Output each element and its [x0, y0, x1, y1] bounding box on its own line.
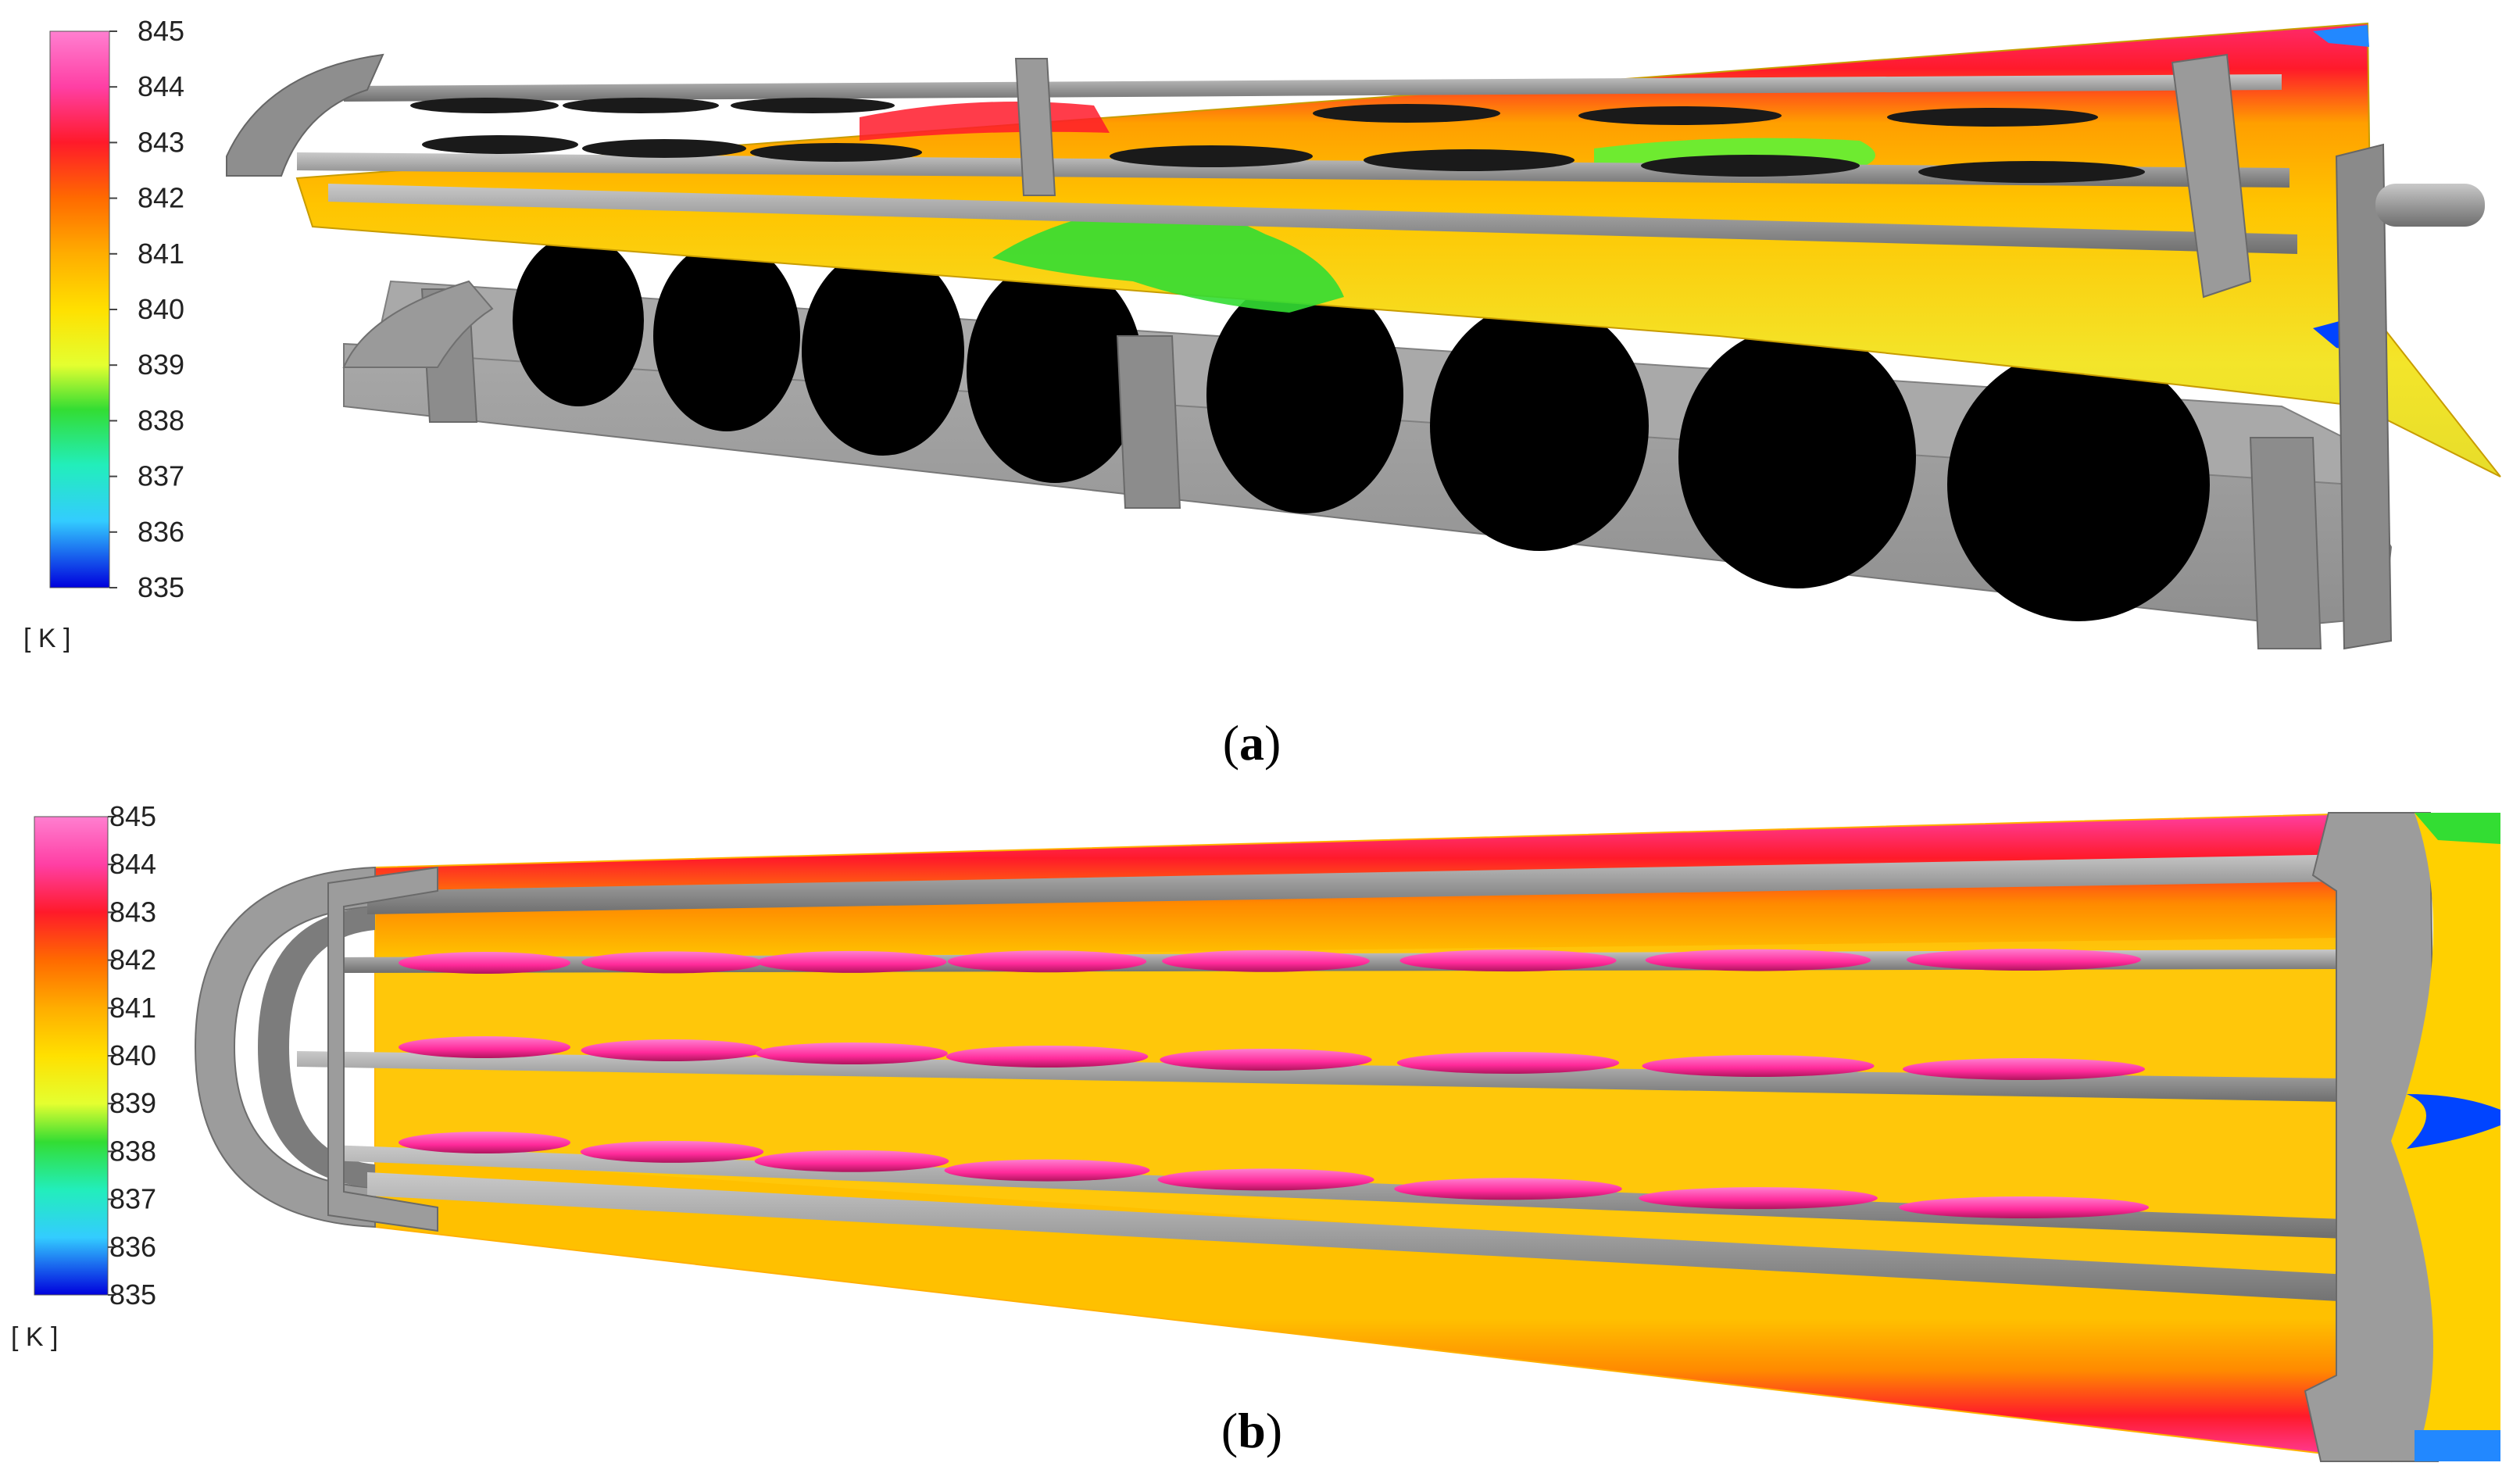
colorbar-a-unit: [ K ]: [23, 624, 70, 653]
dome-b-endcap: [194, 866, 376, 1228]
upper-discs: [410, 98, 2145, 183]
colorbar-b-tick-label: 843: [109, 896, 156, 928]
colorbar-a-tick-label: 842: [138, 182, 184, 214]
colorbar-b-tick-label: 841: [109, 992, 156, 1024]
colorbar-b-tick-label: 836: [109, 1231, 156, 1263]
colorbar-b-unit: [ K ]: [11, 1322, 58, 1352]
pink-disc: [1642, 1055, 1875, 1077]
base-holes: [513, 234, 2210, 621]
panel-a-model: [226, 22, 2501, 650]
pink-disc: [580, 1140, 764, 1163]
b-frames: [327, 812, 2440, 1462]
colorbar-b-tick-label: 844: [109, 848, 156, 880]
pink-disc: [1394, 1178, 1622, 1200]
pink-disc: [947, 950, 1147, 973]
pink-disc: [754, 1150, 949, 1172]
colorbar-b-ticks: 845 844 843 842 841 840 839 838 837 836 835: [108, 800, 156, 1311]
pink-disc: [399, 1132, 570, 1153]
colorbar-a-tick-label: 841: [138, 238, 184, 270]
colorbar-a-tick-label: 836: [138, 516, 184, 548]
right-flange: [2335, 143, 2485, 650]
pink-disc: [756, 950, 947, 973]
colorbar-b: 845 844 843 842 841 840 839 838 837 836 835 [ K ]: [11, 800, 156, 1352]
colorbar-a-tick-label: 845: [138, 15, 184, 47]
colorbar-b-gradient: [34, 816, 109, 1296]
shell-contour-surface: [295, 22, 2501, 477]
support-frames: [1014, 53, 2252, 299]
colorbar-a-tick-label: 839: [138, 349, 184, 381]
pink-disc: [1903, 1058, 2145, 1080]
colorbar-b-tick-label: 840: [109, 1039, 156, 1071]
pink-disc: [945, 1046, 1149, 1068]
pink-disc: [1396, 1052, 1620, 1074]
pink-disc: [399, 952, 570, 974]
pink-disc: [944, 1159, 1150, 1182]
upper-rods: [297, 74, 2297, 254]
colorbar-b-tick-label: 839: [109, 1087, 156, 1119]
colorbar-a-tick-label: 843: [138, 126, 184, 158]
pink-disc: [399, 1036, 570, 1058]
pink-disc: [756, 1042, 948, 1064]
pink-disc: [1645, 949, 1871, 971]
colorbar-b-tick-label: 838: [109, 1135, 156, 1167]
pink-disc: [1162, 950, 1370, 972]
dome-endcap: [226, 53, 384, 177]
pink-disc: [1639, 1187, 1878, 1210]
base-struts: [420, 288, 2322, 649]
panel-b-model: [194, 811, 2500, 1463]
colorbar-a-tick-label: 844: [138, 70, 184, 102]
colorbar-a-tick-label: 840: [138, 293, 184, 325]
colorbar-a-ticks: 845 844 843 842 841 840 839 838 837 836 835: [109, 15, 184, 603]
b-right-end-contour: [2391, 813, 2500, 1461]
pink-disc: [1907, 949, 2141, 971]
colorbar-b-tick-label: 837: [109, 1183, 156, 1215]
base-endcap: [342, 280, 494, 368]
caption-a: (a): [1223, 715, 1281, 771]
pink-disc: [1157, 1168, 1374, 1191]
dome-b-inner: [258, 907, 375, 1188]
caption-b: (b): [1221, 1403, 1282, 1458]
colorbar-a-tick-label: 837: [138, 460, 184, 492]
colorbar-b-tick-label: 845: [109, 800, 156, 832]
pink-disc: [1399, 950, 1617, 972]
colorbar-b-tick-label: 835: [109, 1279, 156, 1311]
pink-disc: [1899, 1196, 2149, 1218]
colorbar-b-tick-label: 842: [109, 944, 156, 976]
colorbar-a-tick-label: 838: [138, 404, 184, 436]
pink-disc: [581, 1039, 763, 1061]
b-discs: [399, 949, 2149, 1218]
cold-region-top-right: [2313, 25, 2369, 47]
pink-disc: [1160, 1049, 1372, 1071]
pink-disc: [581, 951, 763, 974]
colorbar-a-gradient: [49, 30, 110, 588]
colorbar-a-tick-label: 835: [138, 571, 184, 603]
cool-region-mid: [992, 206, 1344, 313]
colorbar-a: 845 844 843 842 841 840 839 838 837 836 835 [ K ]: [23, 15, 184, 653]
